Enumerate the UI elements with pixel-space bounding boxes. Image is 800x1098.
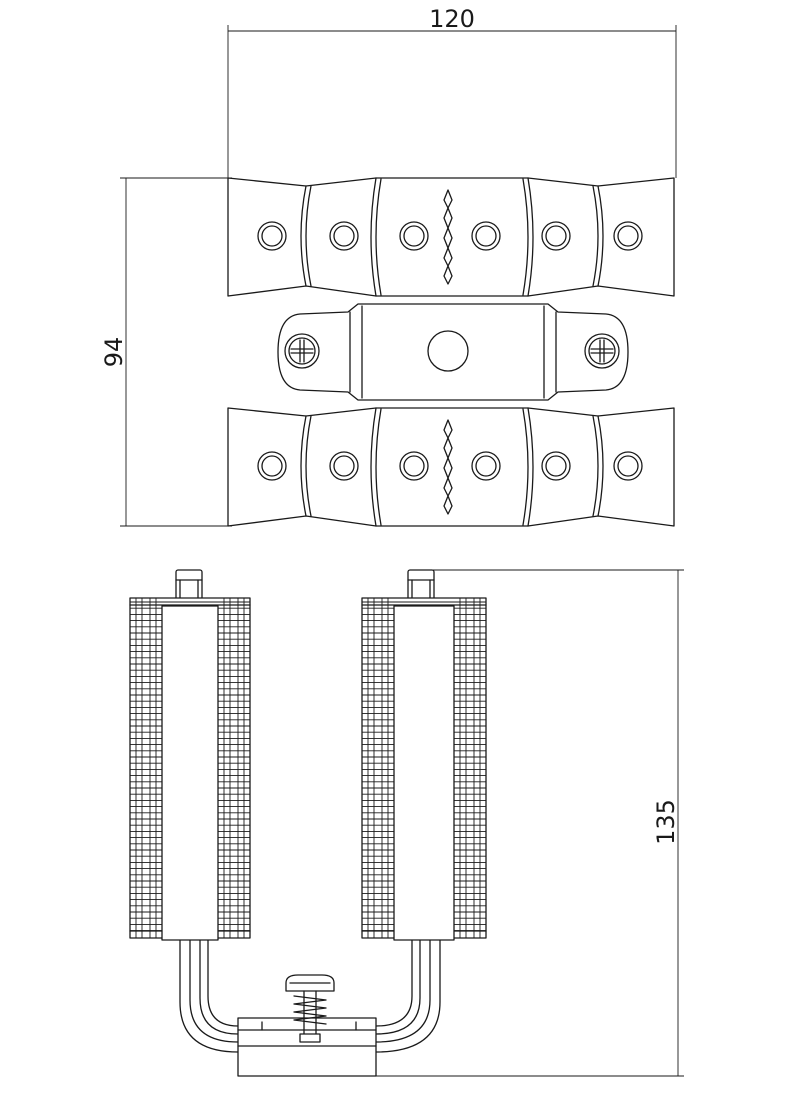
center-mounting-hole xyxy=(427,330,469,372)
fin-tower-left xyxy=(129,597,251,941)
dimension-width-label: 120 xyxy=(429,5,475,33)
dimension-overall-height-label: 135 xyxy=(652,799,680,845)
heatpipe-cap-left xyxy=(175,569,203,605)
dimension-height-label: 94 xyxy=(100,337,128,368)
heatpipe-hole xyxy=(329,451,359,481)
screw-icon xyxy=(584,333,620,369)
base-plate xyxy=(237,1017,377,1077)
heatpipe-hole xyxy=(257,451,287,481)
heatpipe-column xyxy=(161,605,219,941)
heatpipe-hole xyxy=(471,221,501,251)
dimension-width: 120 xyxy=(227,5,677,178)
heatpipe-hole xyxy=(257,221,287,251)
fin-stack-lower xyxy=(227,407,675,527)
mounting-bracket xyxy=(277,303,629,401)
spring-screw xyxy=(285,974,335,1043)
heatpipes xyxy=(179,937,441,1053)
fin-stack-upper xyxy=(227,177,675,297)
heatpipe-hole xyxy=(399,451,429,481)
fin-tower-right xyxy=(361,597,487,941)
side-view xyxy=(129,569,487,1077)
heatpipe-hole xyxy=(471,451,501,481)
heatpipe-hole xyxy=(541,451,571,481)
heatpipe-hole xyxy=(613,221,643,251)
top-view xyxy=(227,177,675,527)
dimension-height: 94 xyxy=(100,177,232,527)
dimension-overall-height: 135 xyxy=(376,569,684,1077)
heatpipe-column xyxy=(393,605,455,941)
heatpipe-hole xyxy=(399,221,429,251)
screw-icon xyxy=(284,333,320,369)
heatpipe-hole xyxy=(541,221,571,251)
heatpipe-hole xyxy=(329,221,359,251)
heatpipe-hole xyxy=(613,451,643,481)
